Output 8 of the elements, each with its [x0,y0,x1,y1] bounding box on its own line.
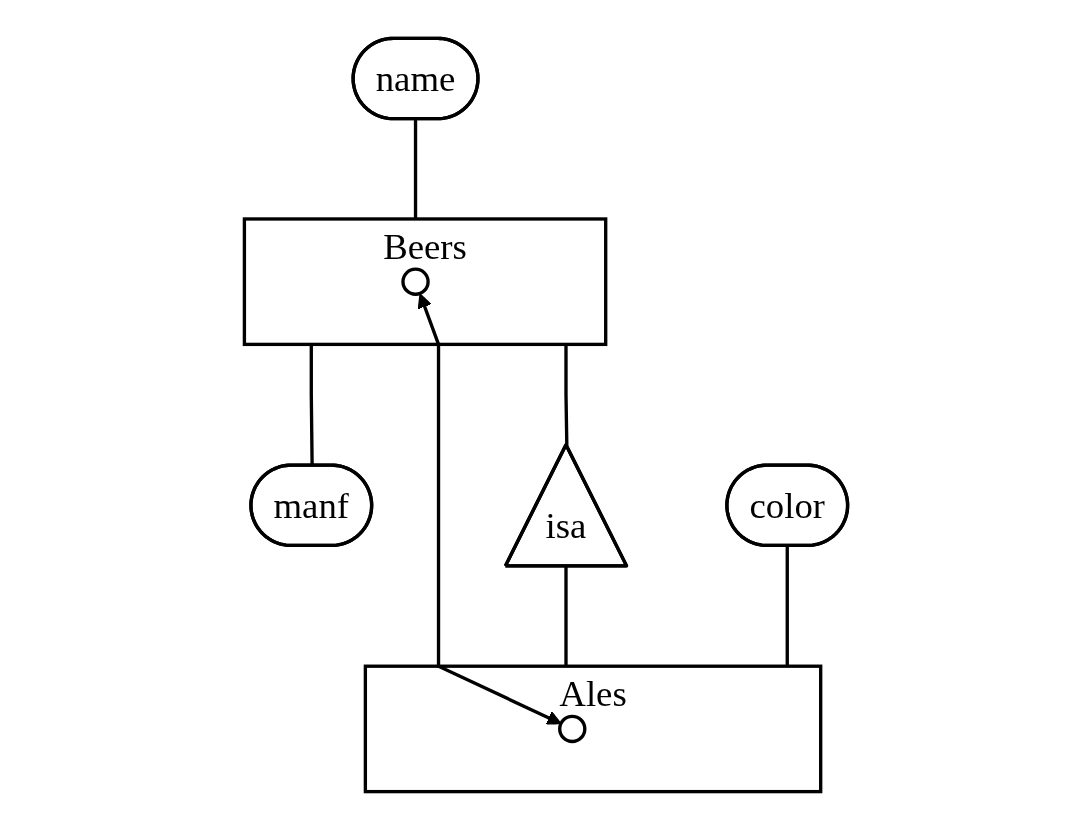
cluster: Beers [242,217,607,347]
node-circle [400,267,430,296]
cluster: Ales [363,664,822,794]
connector [563,344,568,446]
arrow [417,293,562,725]
node-circle [557,714,586,744]
connector [785,545,789,667]
connector [413,118,417,219]
